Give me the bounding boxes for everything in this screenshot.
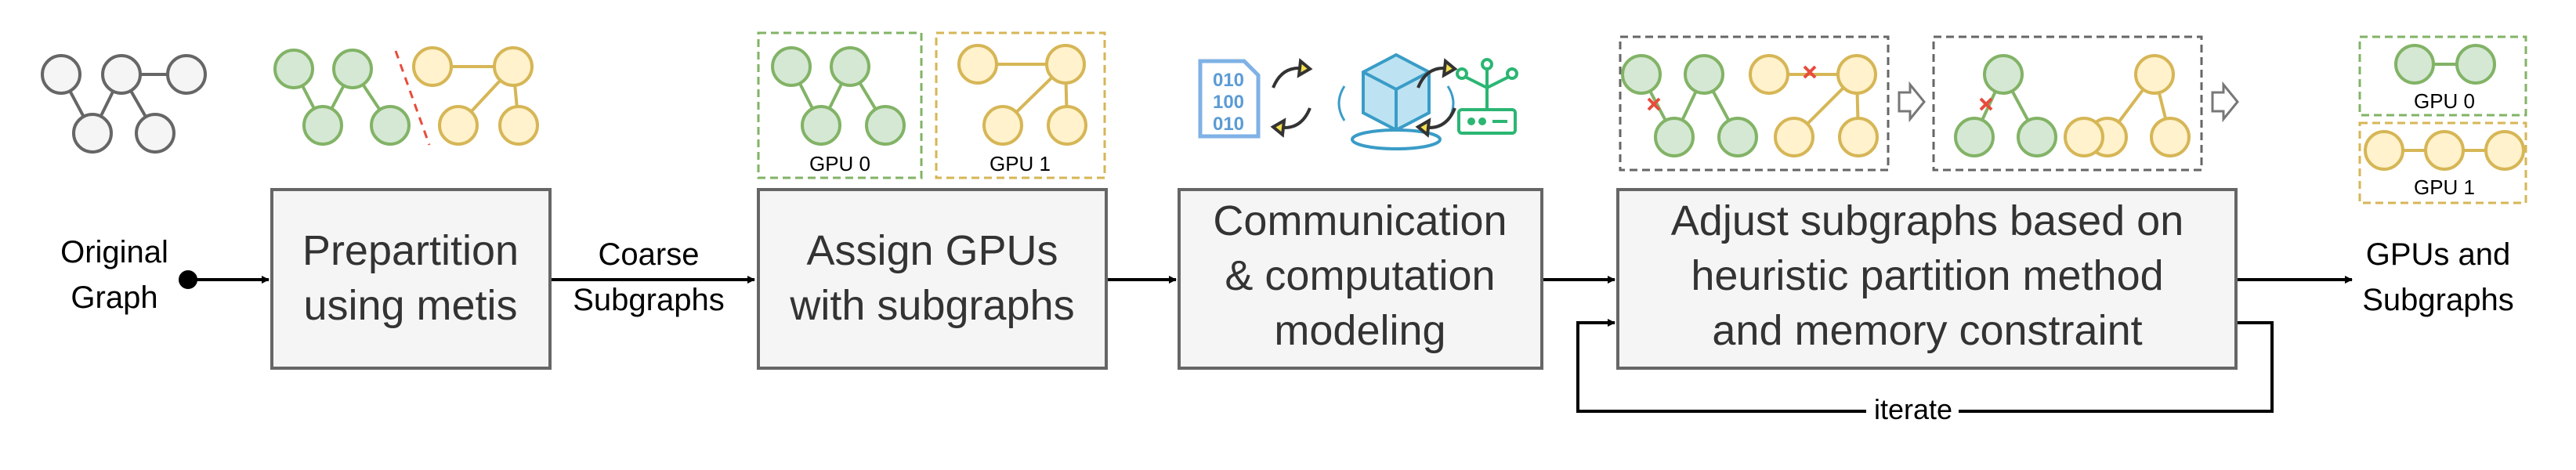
prepartitioned-graph-icon xyxy=(273,46,539,146)
next-step-arrow-icon xyxy=(1898,81,1926,123)
prepartition-label-line2: using metis xyxy=(303,282,517,329)
prepartition-label-line1: Prepartition xyxy=(302,227,519,274)
adjust-label-line3: and memory constraint xyxy=(1712,307,2142,354)
assign-box xyxy=(757,188,1108,370)
prepartition-box xyxy=(270,188,552,370)
assign-label-line1: Assign GPUs xyxy=(806,227,1058,274)
original-graph-icon xyxy=(41,54,207,154)
cut-edge-icon xyxy=(1647,97,1661,111)
modeling-box xyxy=(1178,188,1543,370)
modeling-label-line1: Communication xyxy=(1213,197,1507,244)
gpu1-label: GPU 1 xyxy=(990,152,1051,175)
assign-label-line2: with subgraphs xyxy=(789,282,1074,329)
coarse-label-line2: Subgraphs xyxy=(573,283,724,317)
binary-data-icon: 010 100 010 xyxy=(1198,59,1261,139)
cut-edge-icon xyxy=(1979,97,1993,111)
iterate-label: iterate xyxy=(1874,393,1952,425)
svg-text:010: 010 xyxy=(1213,114,1244,135)
assigned-gpu0-group: GPU 0 xyxy=(757,31,923,179)
adjust-label-line2: heuristic partition method xyxy=(1691,252,2163,299)
svg-text:100: 100 xyxy=(1213,92,1244,113)
output-gpu0-group: GPU 0 xyxy=(2358,35,2527,117)
adjust-label-line1: Adjust subgraphs based on xyxy=(1671,197,2183,244)
coarse-label-line1: Coarse xyxy=(599,237,700,272)
adjust-before-group xyxy=(1619,35,1890,172)
cut-line xyxy=(394,50,431,146)
cut-edge-icon xyxy=(1803,65,1817,79)
output-gpu1-group: GPU 1 xyxy=(2358,121,2527,204)
next-step-arrow-icon xyxy=(2211,81,2239,123)
start-dot xyxy=(179,270,197,289)
gpu1-label: GPU 1 xyxy=(2414,175,2475,199)
input-label-line1: Original xyxy=(60,235,168,269)
gpu0-label: GPU 0 xyxy=(809,152,870,175)
output-label-line2: Subgraphs xyxy=(2362,283,2513,317)
gpu0-label: GPU 0 xyxy=(2414,89,2475,113)
iterate-label-bg xyxy=(1866,396,1959,424)
refresh-arrows-icon xyxy=(1415,58,1458,138)
output-label-line1: GPUs and xyxy=(2366,237,2511,272)
svg-text:010: 010 xyxy=(1213,70,1244,91)
refresh-arrows-icon xyxy=(1270,58,1313,138)
network-router-icon xyxy=(1456,58,1518,135)
modeling-label-line3: modeling xyxy=(1274,307,1445,354)
adjust-box xyxy=(1616,188,2238,370)
adjust-after-group xyxy=(1932,35,2203,172)
modeling-label-line2: & computation xyxy=(1225,252,1495,299)
input-label-line2: Graph xyxy=(71,280,157,315)
assigned-gpu1-group: GPU 1 xyxy=(935,31,1106,179)
